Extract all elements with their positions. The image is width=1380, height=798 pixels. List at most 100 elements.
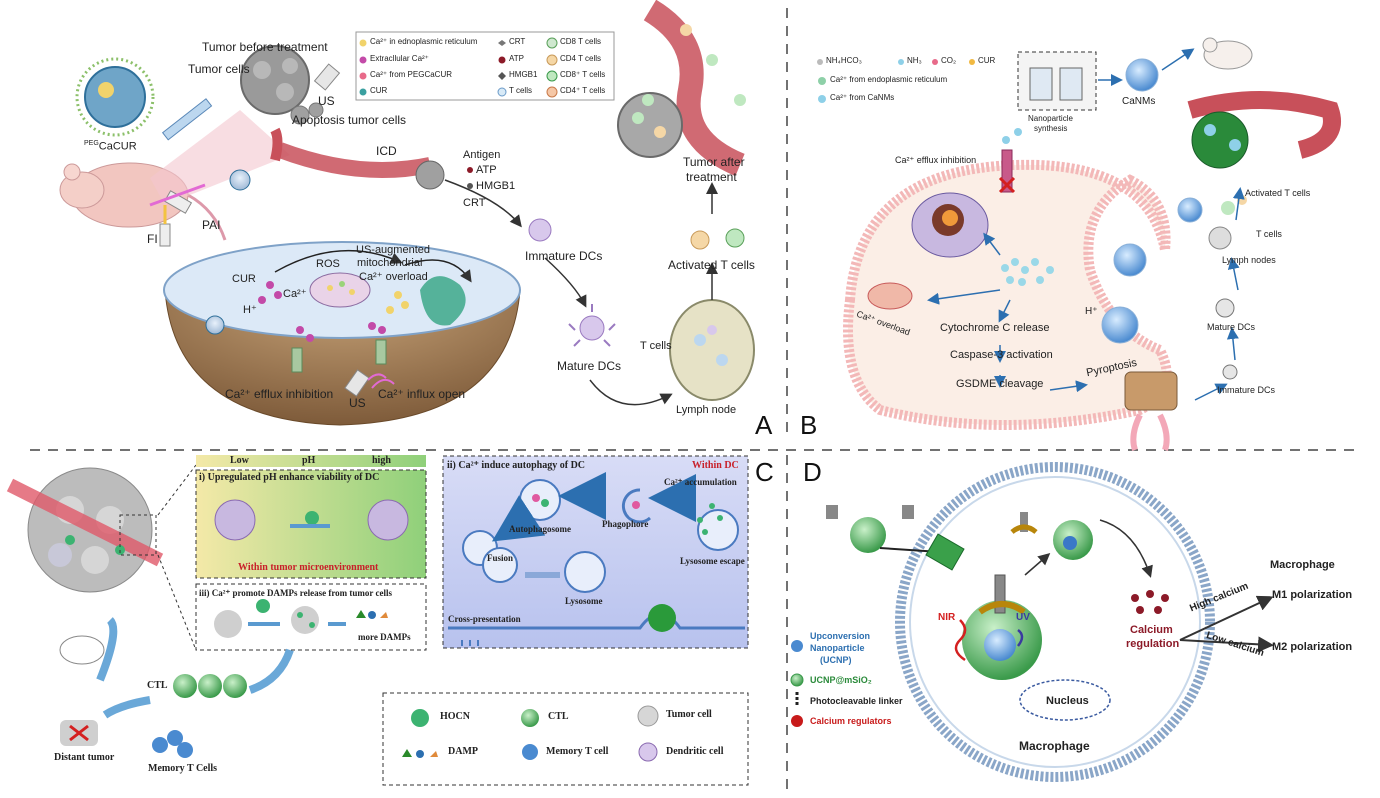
- b-caspase: Caspase-3 activation: [950, 349, 1053, 361]
- d-leg-regs: Calcium regulators: [810, 716, 892, 726]
- c-fusion: Fusion: [487, 553, 514, 563]
- activated-t-cell-1: [690, 230, 710, 250]
- tumor-b-cluster: [1191, 111, 1249, 169]
- mouse-c: [59, 635, 105, 665]
- a-us-aug-1: US-augmented: [356, 244, 430, 256]
- a-cacur-text: CaCUR: [98, 140, 137, 153]
- a-legend-11: CD4⁺ T cells: [560, 86, 606, 95]
- b-activated-t: Activated T cells: [1245, 188, 1311, 198]
- d-nir: NIR: [938, 612, 956, 623]
- panel-d-graphics: [790, 462, 1274, 782]
- a-us-aug-3: Ca²⁺ overload: [359, 271, 428, 283]
- a-apoptosis: Apoptosis tumor cells: [292, 113, 407, 127]
- c-ph-high: high: [372, 455, 391, 466]
- us-probe-bottom: [344, 369, 370, 397]
- icd-antigen-cluster: [415, 160, 445, 190]
- us-probe-top: [313, 63, 341, 91]
- blood-vessel-b: [1187, 91, 1341, 159]
- a-lymph-node: Lymph node: [676, 404, 737, 416]
- legend-c-box: [382, 692, 749, 786]
- c-ph: pH: [302, 455, 316, 466]
- a-legend-7: T cells: [509, 86, 532, 95]
- a-efflux: Ca²⁺ efflux inhibition: [225, 387, 334, 401]
- canms-particle: [1125, 58, 1159, 92]
- c-lysosome: Lysosome: [565, 596, 603, 606]
- c-box-iii: iii) Ca²⁺ promote DAMPs release from tum…: [199, 588, 392, 598]
- d-m1: M1 polarization: [1272, 589, 1353, 601]
- legend-a-box: [355, 31, 615, 101]
- d-nucleus: Nucleus: [1046, 695, 1089, 707]
- a-hplus: H⁺: [243, 304, 257, 316]
- c-more-damps: more DAMPs: [358, 632, 411, 642]
- c-distant: Distant tumor: [54, 752, 115, 763]
- a-pegcacur: PEGCaCUR: [84, 140, 137, 153]
- c-legend-5: Dendritic cell: [666, 746, 724, 757]
- b-legend-3: CUR: [978, 56, 996, 65]
- blood-vessel-a2: [643, 0, 745, 177]
- a-ros: ROS: [316, 258, 340, 270]
- tumor-after-cluster: [617, 92, 683, 158]
- b-cyto-c: Cytochrome C release: [940, 322, 1050, 334]
- a-legend-5: ATP: [509, 54, 524, 63]
- a-hmgb1: HMGB1: [476, 180, 516, 192]
- b-nano-1: Nanoparticle: [1028, 114, 1073, 123]
- a-legend-2: Ca²⁺ from PEGCaCUR: [370, 70, 453, 79]
- a-tumor-cells: Tumor cells: [188, 62, 250, 76]
- a-influx: Ca²⁺ influx open: [378, 387, 466, 401]
- ucnp-msio2-outside: [850, 517, 886, 553]
- c-phagophore: Phagophore: [602, 519, 649, 529]
- panel-label-d: D: [803, 457, 822, 487]
- panel-a-graphics: [59, 0, 755, 426]
- panel-label-b: B: [800, 410, 818, 440]
- d-m2: M2 polarization: [1272, 641, 1353, 653]
- receptor: [925, 533, 965, 571]
- a-us-bottom: US: [349, 396, 366, 410]
- c-legend-0: HOCN: [440, 711, 470, 722]
- a-ca2: Ca²⁺: [283, 288, 307, 300]
- c-legend-2: Tumor cell: [666, 709, 712, 720]
- a-us-aug-2: mitochondrial: [357, 257, 423, 269]
- a-legend-3: CUR: [370, 86, 388, 95]
- a-legend-0: Ca²⁺ in ednoplasmic reticulum: [370, 37, 478, 46]
- c-legend-4: Memory T cell: [546, 746, 609, 757]
- b-legend-5: Ca²⁺ from CaNMs: [830, 93, 895, 102]
- a-tumor-after-2: treatment: [686, 170, 737, 184]
- panel-label-c: C: [755, 457, 774, 487]
- mouse-head: [59, 171, 105, 209]
- c-box-ii: ii) Ca²⁺ induce autophagy of DC: [447, 460, 586, 471]
- a-activated-t: Activated T cells: [668, 258, 755, 272]
- b-mature-dcs: Mature DCs: [1207, 322, 1256, 332]
- b-immature-dcs: Immature DCs: [1217, 385, 1276, 395]
- a-t-cells: T cells: [640, 340, 672, 352]
- d-leg-msio2: UCNP@mSiO₂: [810, 675, 872, 685]
- b-t-cells: T cells: [1256, 229, 1282, 239]
- a-us-top: US: [318, 94, 335, 108]
- a-legend-6: HMGB1: [509, 70, 538, 79]
- b-legend-4: Ca²⁺ from endoplasmic reticulum: [830, 75, 948, 84]
- a-atp: ATP: [476, 164, 497, 176]
- syringe: [161, 98, 213, 141]
- d-leg-ucnp-3: (UCNP): [820, 655, 852, 665]
- a-legend-8: CD8 T cells: [560, 37, 602, 46]
- pegcacur-particle: [84, 66, 146, 128]
- panel-c-graphics: [6, 455, 749, 786]
- c-memory: Memory T Cells: [148, 763, 218, 774]
- a-legend-9: CD4 T cells: [560, 54, 602, 63]
- c-ctl: CTL: [147, 680, 168, 691]
- c-box-i: i) Upregulated pH enhance viability of D…: [199, 472, 380, 483]
- immature-dc: [528, 218, 552, 242]
- b-efflux-inh: Ca²⁺ efflux inhibition: [895, 155, 977, 165]
- nucleus: [1019, 679, 1111, 721]
- efflux-channel: [1001, 149, 1013, 193]
- b-legend-2: CO₂: [941, 56, 957, 65]
- a-legend-1: Extracllular Ca²⁺: [370, 54, 429, 63]
- panel-b-graphics: [817, 37, 1341, 451]
- mature-dc: [579, 315, 605, 341]
- a-cur: CUR: [232, 273, 256, 285]
- b-legend-1: NH₃: [907, 56, 922, 65]
- a-crt: CRT: [463, 197, 486, 209]
- panel-label-a: A: [755, 410, 773, 440]
- d-calcium-reg-2: regulation: [1126, 638, 1180, 650]
- b-hplus: H⁺: [1085, 306, 1098, 317]
